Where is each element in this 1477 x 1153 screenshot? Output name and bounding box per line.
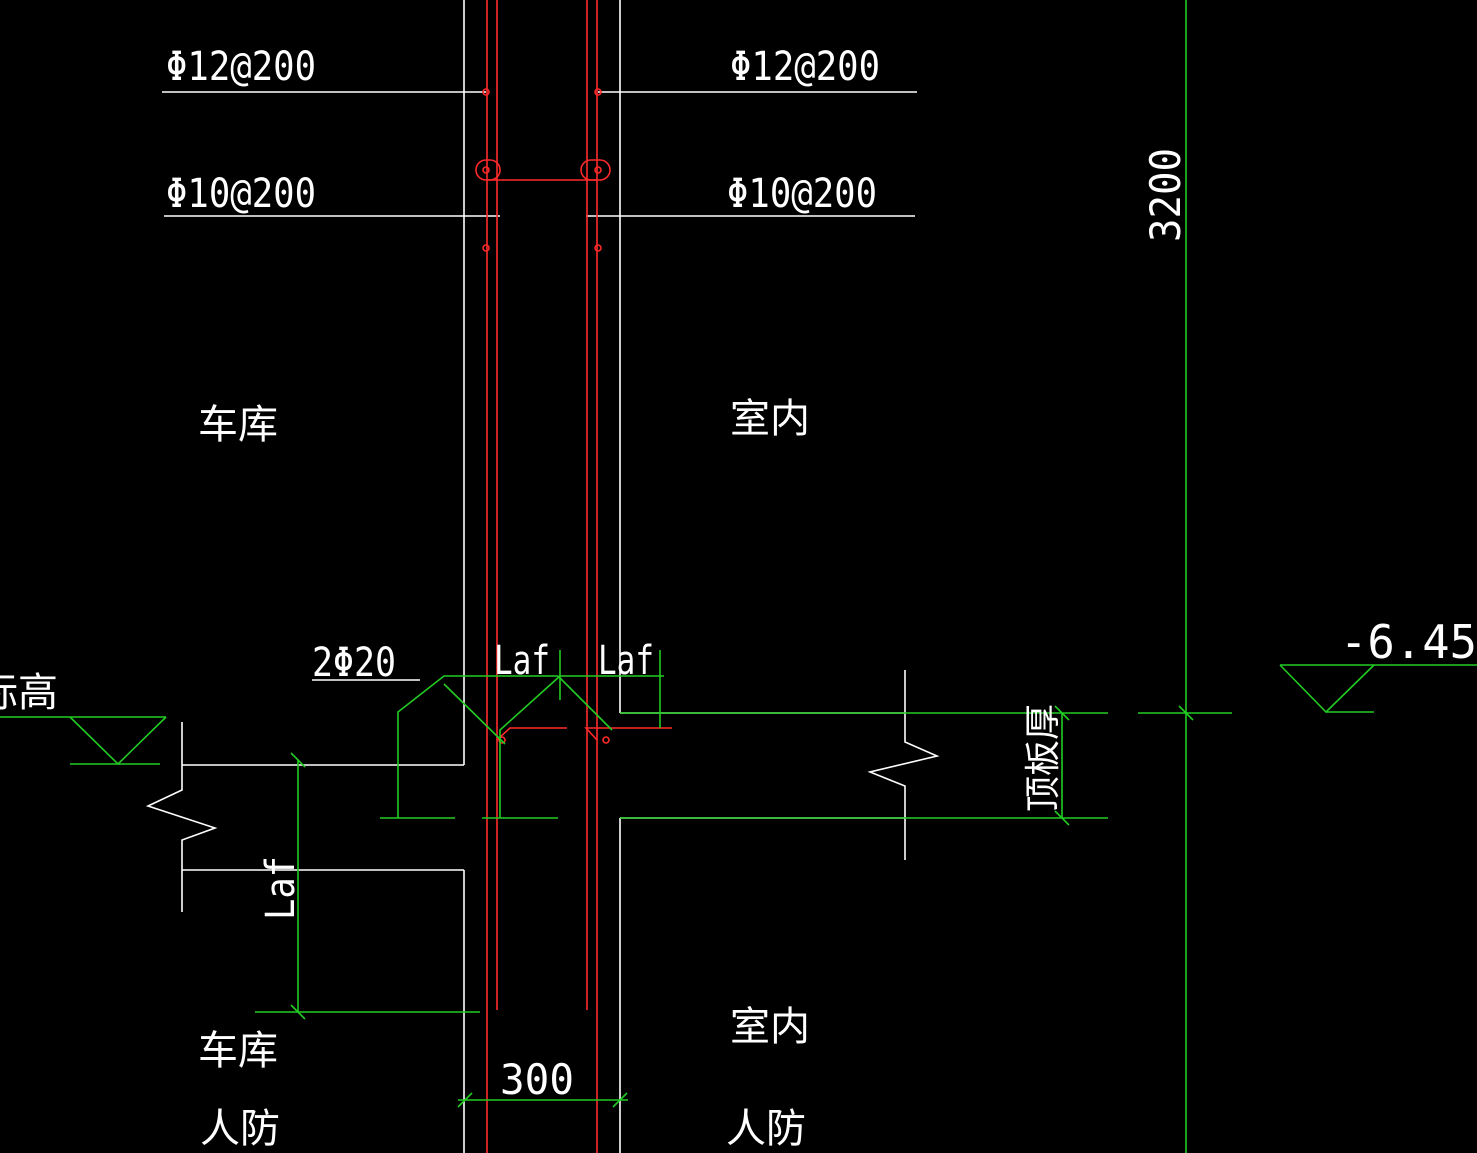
rebar-label-top-right: Φ12@200 — [730, 44, 880, 90]
room-garage-bottom: 车库 — [198, 1028, 278, 1074]
anchor-label-right: Laf — [598, 638, 654, 684]
room-indoor-bottom: 室内 — [730, 1004, 810, 1050]
anchor-label-left: Laf — [494, 638, 550, 684]
room-garage-top: 车库 — [198, 402, 278, 448]
rebar-label-mid-left: Φ10@200 — [166, 171, 316, 217]
room-indoor-top: 室内 — [730, 396, 810, 442]
break-line-left — [145, 722, 218, 912]
elevation-left-label: 标高 — [0, 670, 58, 716]
wall-thickness-dimension: 300 — [500, 1055, 574, 1104]
civil-defense-right: 人防 — [726, 1106, 806, 1152]
elevation-right: -6.45 — [1340, 615, 1477, 669]
rebar-label-top-left: Φ12@200 — [166, 44, 316, 90]
civil-defense-left: 人防 — [200, 1106, 280, 1152]
rebar-label-mid-right: Φ10@200 — [727, 171, 877, 217]
height-dimension: 3200 — [1141, 148, 1190, 242]
break-line-right — [867, 670, 940, 860]
slab-thickness-label: 顶板厚 — [1023, 704, 1064, 812]
corner-bars-label: 2Φ20 — [312, 640, 396, 686]
vertical-rebars — [475, 0, 672, 1153]
rebar-leaders — [162, 91, 917, 681]
anchor-label-vertical: Laf — [258, 856, 304, 920]
